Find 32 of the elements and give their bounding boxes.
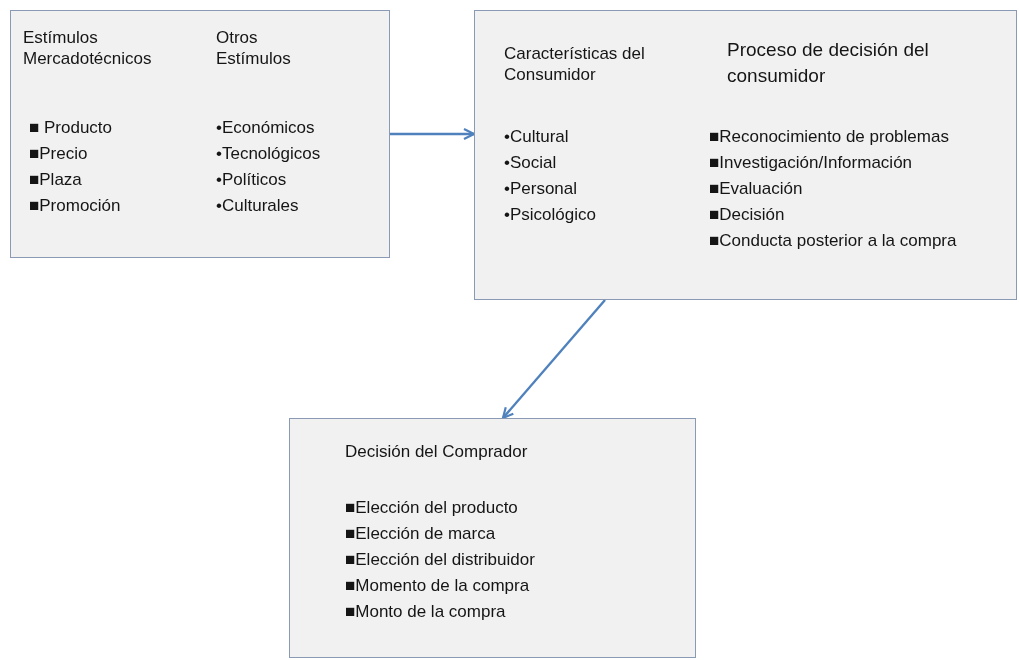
list-item: •Cultural (504, 126, 569, 147)
column-heading: Decisión del Comprador (345, 441, 529, 462)
list-item: ■Elección de marca (345, 523, 496, 544)
list-item: ■Evaluación (709, 178, 803, 199)
list-item: ■Monto de la compra (345, 601, 506, 622)
list-item: •Culturales (216, 195, 299, 216)
list-item: ■Momento de la compra (345, 575, 530, 596)
content-box (10, 10, 390, 258)
list-item: ■Elección del distribuidor (345, 549, 535, 570)
list-item: •Social (504, 152, 557, 173)
list-item: ■Promoción (29, 195, 121, 216)
column-heading: Características del Consumidor (504, 43, 646, 85)
list-item: ■Decisión (709, 204, 785, 225)
content-box (289, 418, 696, 658)
list-item: ■ Producto (29, 117, 113, 138)
list-item: •Tecnológicos (216, 143, 321, 164)
list-item: ■Investigación/Información (709, 152, 913, 173)
list-item: ■Conducta posterior a la compra (709, 230, 957, 251)
list-item: ■Plaza (29, 169, 82, 190)
list-item: ■Reconocimiento de problemas (709, 126, 949, 147)
column-heading: Otros Estímulos (216, 27, 292, 69)
list-item: ■Elección del producto (345, 497, 518, 518)
list-item: •Políticos (216, 169, 287, 190)
content-box (474, 10, 1017, 300)
list-item: •Personal (504, 178, 578, 199)
arrow (501, 299, 606, 420)
column-heading: Proceso de decisión del consumidor (727, 38, 930, 88)
column-heading: Estímulos Mercadotécnicos (23, 27, 153, 69)
list-item: •Psicológico (504, 204, 596, 225)
list-item: •Económicos (216, 117, 315, 138)
arrow (390, 127, 476, 141)
list-item: ■Precio (29, 143, 88, 164)
